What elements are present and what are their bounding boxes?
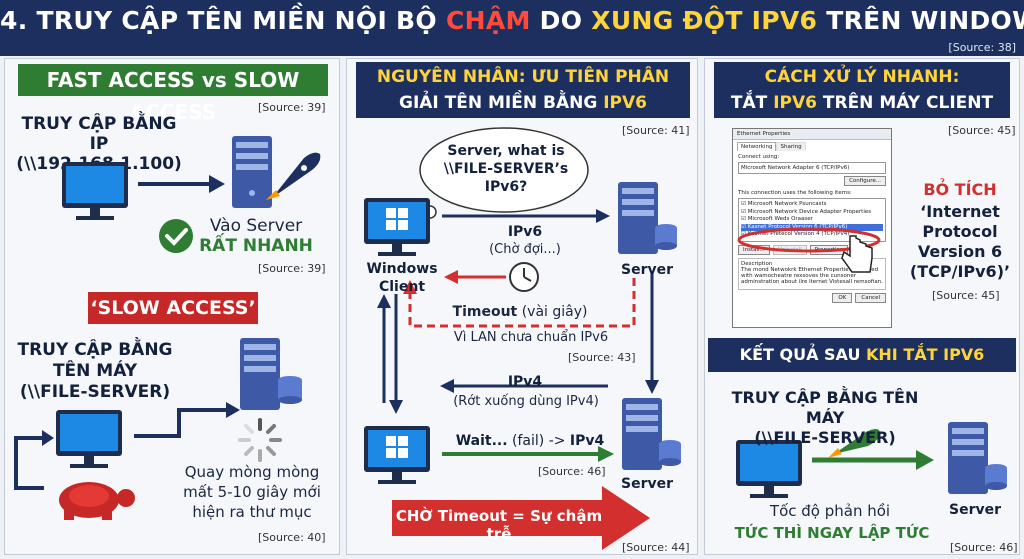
- windows-client-icon: [364, 198, 430, 256]
- fast-result-highlight: RẤT NHANH: [199, 236, 313, 256]
- server-icon: [240, 338, 302, 410]
- client-monitor-icon: [736, 440, 802, 498]
- items-label: This connection uses the following items…: [738, 190, 852, 196]
- vertical-arrows: [377, 294, 403, 414]
- clock-icon: [509, 262, 539, 292]
- timeout-label: Timeout (vài giây): [452, 304, 588, 320]
- server-icon: [232, 136, 272, 208]
- untick-instruction-red: BỎ TÍCH: [923, 180, 997, 199]
- fix-banner: CÁCH XỬ LÝ NHANH: TẮT IPV6 TRÊN MÁY CLIE…: [714, 62, 1010, 118]
- header-bar: [0, 0, 1024, 56]
- result-title: TRUY CẬP BẰNG TÊN MÁY(\\FILE-SERVER): [731, 388, 919, 447]
- middle-source-1: [Source: 41]: [622, 124, 690, 137]
- fallback-label: (Rớt xuống dùng IPv4): [453, 394, 599, 409]
- cause-banner: NGUYÊN NHÂN: ƯU TIÊN PHÂN GIẢI TÊN MIỀN …: [356, 62, 690, 118]
- configure-button[interactable]: Configure...: [844, 176, 886, 186]
- server-icon: [622, 398, 681, 470]
- middle-source-2: [Source: 43]: [568, 351, 636, 364]
- server-label-bottom: Server: [620, 476, 673, 492]
- server-icon: [948, 422, 1007, 494]
- loop-arrow: [14, 430, 54, 490]
- server-label-top: Server: [620, 262, 673, 278]
- ipv4-arrow: [440, 379, 608, 393]
- result-banner: KẾT QUẢ SAU KHI TẮT IPV6: [708, 338, 1016, 372]
- client-monitor-icon: [62, 162, 128, 220]
- list-item-ipv6[interactable]: ☑ Kasnet Protocol Version 6 (TCP/IPv6): [741, 223, 883, 231]
- dialog-title: Ethernet Properties: [733, 129, 891, 140]
- header-source: [Source: 38]: [948, 41, 1016, 54]
- list-item[interactable]: ☑ Microsoft Network Device Adapter Prope…: [741, 208, 872, 215]
- wait-label: (Chờ đợi...): [489, 242, 561, 257]
- windows-client-icon: [364, 426, 430, 484]
- tab-sharing[interactable]: Sharing: [776, 142, 806, 151]
- client-monitor-icon: [56, 410, 122, 468]
- page-title: 4. TRUY CẬP TÊN MIỀN NỘI BỘ CHẬM DO XUNG…: [0, 6, 1024, 35]
- middle-source-4: [Source: 44]: [622, 541, 690, 554]
- tab-networking[interactable]: Networking: [737, 142, 777, 151]
- fallback-arrow: [645, 272, 659, 394]
- ipv6-request-arrow: [442, 209, 610, 223]
- turtle-icon: [59, 482, 135, 520]
- right-source-2: [Source: 45]: [932, 289, 1000, 302]
- fast-result-text: Vào Server: [209, 216, 303, 236]
- rocket-icon: [266, 152, 321, 200]
- cancel-button[interactable]: Cancel: [855, 292, 886, 303]
- list-item[interactable]: ☑ Microsoft Network Psuncasts: [741, 201, 827, 207]
- check-icon: [159, 219, 193, 253]
- server-icon: [618, 182, 677, 254]
- slow-access-banner: ‘SLOW ACCESS’: [88, 292, 258, 324]
- success-arrow: [812, 450, 934, 470]
- rocket-icon: [828, 429, 880, 458]
- server-label-result: Server: [948, 502, 1001, 518]
- speed-highlight: TỨC THÌ NGAY LẬP TỨC: [734, 524, 930, 542]
- delay-arrow-label: CHỜ Timeout = Sự chậm trễ: [395, 507, 603, 543]
- right-source-3: [Source: 46]: [950, 541, 1018, 554]
- connection-line: [134, 402, 240, 438]
- speed-text: Tốc độ phản hồi: [769, 502, 891, 520]
- description-box: Description The mond Netwokrk Ethernet P…: [738, 257, 886, 290]
- ipv4-label: IPv4: [507, 374, 543, 390]
- hand-cursor-icon: [841, 235, 873, 273]
- fast-slow-banner: FAST ACCESS vs SLOW ACCESS: [18, 64, 328, 124]
- spinner-icon: [238, 418, 282, 462]
- right-illustration: [736, 227, 1007, 498]
- middle-source-3: [Source: 46]: [538, 465, 606, 478]
- middle-illustration: [364, 127, 681, 550]
- lan-note: Vì LAN chưa chuẩn IPv6: [453, 330, 609, 345]
- adapter-field: Microsoft Network Adapter 6 (TCP/IPv6): [738, 162, 886, 174]
- left-illustration: [14, 136, 321, 520]
- ok-button[interactable]: OK: [832, 292, 853, 303]
- wait-fail-label: Wait... (fail) -> IPv4: [455, 433, 605, 449]
- ipv6-label: IPv6: [507, 224, 543, 240]
- items-list: ☑ Microsoft Network Psuncasts ☑ Microsof…: [738, 198, 886, 242]
- list-item[interactable]: ☑ Ksemet Pretecol Version 4 (TCP/IPv4): [741, 231, 850, 237]
- success-arrow: [442, 446, 614, 462]
- left-source-3: [Source: 40]: [258, 531, 326, 544]
- highlight-ellipse: [737, 227, 881, 253]
- right-source-1: [Source: 45]: [948, 124, 1016, 137]
- left-source-1: [Source: 39]: [258, 101, 326, 114]
- list-item[interactable]: ☑ Microsoft Weds Oraaser: [741, 216, 813, 222]
- connect-using-label: Connect using:: [738, 154, 780, 160]
- timeout-arrow: [403, 270, 636, 328]
- arrow-right-icon: [138, 175, 225, 193]
- delay-arrow: [392, 486, 650, 550]
- left-source-2: [Source: 39]: [258, 262, 326, 275]
